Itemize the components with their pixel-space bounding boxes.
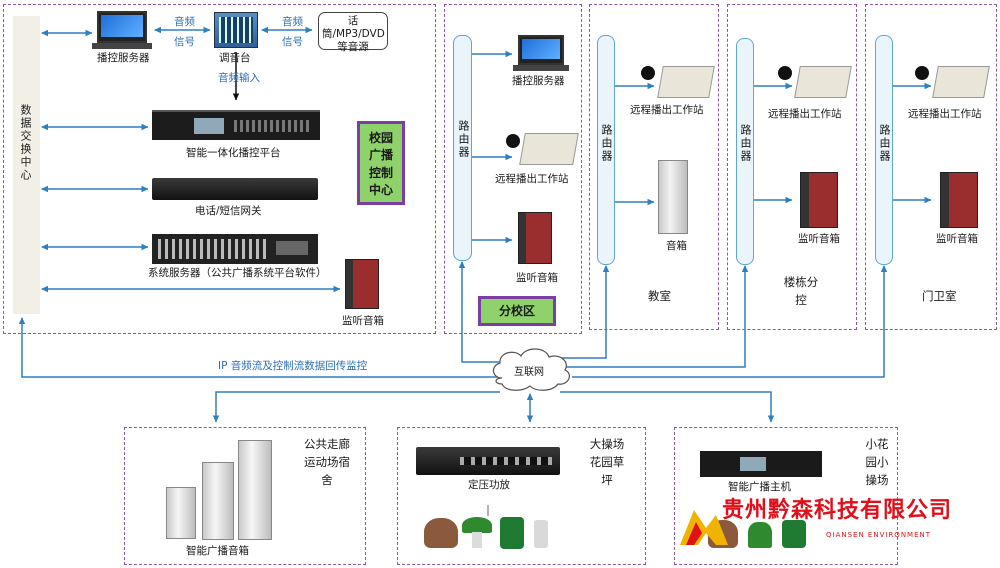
branch-label-box: 分校区 — [478, 296, 556, 326]
company-name: 贵州黔森科技有限公司 — [722, 498, 953, 523]
classroom-router-label: 路由器 — [599, 124, 613, 163]
branch-monitor-speaker-label: 监听音箱 — [516, 272, 558, 284]
system-server-device — [152, 234, 318, 264]
classroom-speaker — [658, 160, 688, 234]
building-region — [727, 4, 857, 330]
gate-monitor-speaker-label: 监听音箱 — [936, 233, 978, 245]
broadcast-server-base — [92, 43, 152, 49]
signal-label: 信号 — [174, 36, 195, 48]
building-station-device — [794, 66, 852, 98]
company-tagline: QIANSEN ENVIRONMENT — [826, 531, 932, 539]
classroom-region — [589, 4, 719, 330]
audio-source-box: 话筒/MP3/DVD等音源 — [318, 12, 388, 53]
playground-zone-label: 大操场花园草坪 — [589, 437, 625, 487]
corridor-speaker-large — [238, 440, 272, 540]
garden-lawn-speaker-icon — [782, 520, 806, 548]
rock-speaker-icon — [424, 518, 458, 548]
garden-zone — [674, 427, 898, 565]
playground-zone — [397, 427, 646, 565]
audio-label-2: 音频 — [282, 16, 303, 28]
playground-amp-label: 定压功放 — [468, 479, 510, 491]
building-mic — [778, 66, 792, 80]
branch-mic — [506, 134, 520, 148]
classroom-speaker-label: 音箱 — [666, 240, 687, 252]
audio-label: 音频 — [174, 16, 195, 28]
branch-server-base — [513, 65, 569, 71]
building-station-label: 远程播出工作站 — [768, 108, 842, 120]
branch-station-label: 远程播出工作站 — [495, 173, 569, 185]
playground-amp-device — [416, 447, 560, 475]
audio-input-label: 音频输入 — [218, 72, 260, 84]
classroom-router — [597, 35, 615, 265]
corridor-speaker-medium — [202, 462, 234, 540]
branch-monitor-speaker — [518, 212, 552, 264]
classroom-mic — [641, 66, 655, 80]
classroom-station-label: 远程播出工作站 — [630, 104, 704, 116]
branch-region — [444, 4, 582, 334]
switch-center-label: 数据交换中心 — [18, 104, 32, 182]
system-server-label: 系统服务器（公共广播系统平台软件） — [148, 267, 327, 279]
gate-monitor-speaker — [940, 172, 978, 228]
branch-server-label: 播控服务器 — [512, 75, 565, 87]
broadcast-server-label: 播控服务器 — [97, 52, 150, 64]
building-router-label: 路由器 — [738, 124, 752, 163]
gate-label: 门卫室 — [922, 289, 957, 303]
signal-label-2: 信号 — [282, 36, 303, 48]
corridor-zone — [124, 427, 366, 565]
gateway-label: 电话/短信网关 — [195, 205, 262, 217]
gate-mic — [915, 66, 929, 80]
column-speaker-icon — [534, 520, 548, 548]
mixer-label: 调音台 — [219, 52, 251, 64]
internet-cloud — [492, 348, 570, 391]
building-label: 楼栋分控 — [783, 275, 819, 307]
center-region — [3, 4, 436, 334]
gate-region — [865, 4, 997, 330]
gate-station-label: 远程播出工作站 — [908, 108, 982, 120]
corridor-speaker-small — [166, 487, 196, 539]
garden-host-label: 智能广播主机 — [728, 481, 791, 493]
internet-label: 互联网 — [514, 367, 544, 378]
mushroom-speaker-stem — [472, 532, 482, 548]
branch-router — [453, 35, 472, 261]
center-monitor-speaker-label: 监听音箱 — [342, 315, 384, 327]
switch-center-bar — [13, 16, 40, 314]
gate-router-label: 路由器 — [877, 124, 891, 163]
garden-zone-label: 小花园小操场 — [865, 437, 889, 487]
building-router — [736, 38, 754, 265]
classroom-label: 教室 — [648, 289, 671, 303]
mushroom-speaker-icon — [462, 517, 492, 533]
classroom-station-device — [657, 66, 715, 98]
corridor-speaker-label: 智能广播音箱 — [186, 545, 249, 557]
lawn-speaker-icon — [500, 517, 524, 549]
building-monitor-speaker — [800, 172, 838, 228]
branch-router-label: 路由器 — [456, 120, 470, 159]
center-box: 校园广播控制中心 — [357, 121, 405, 205]
branch-server-monitor — [518, 35, 564, 65]
gateway-device — [152, 178, 318, 200]
garden-host-device — [700, 451, 822, 477]
building-monitor-speaker-label: 监听音箱 — [798, 233, 840, 245]
garden-mushroom-speaker-icon — [748, 522, 772, 548]
gate-station-device — [932, 66, 990, 98]
gate-router — [875, 35, 893, 265]
mixer-device — [214, 12, 258, 48]
ip-stream-label: IP 音频流及控制流数据回传监控 — [218, 360, 368, 372]
branch-station-device — [519, 133, 579, 165]
center-monitor-speaker — [345, 259, 379, 309]
platform-label: 智能一体化播控平台 — [186, 147, 281, 159]
corridor-zone-label: 公共走廊运动场宿舍 — [304, 437, 350, 487]
platform-device — [152, 110, 320, 140]
broadcast-server-monitor — [97, 11, 147, 43]
